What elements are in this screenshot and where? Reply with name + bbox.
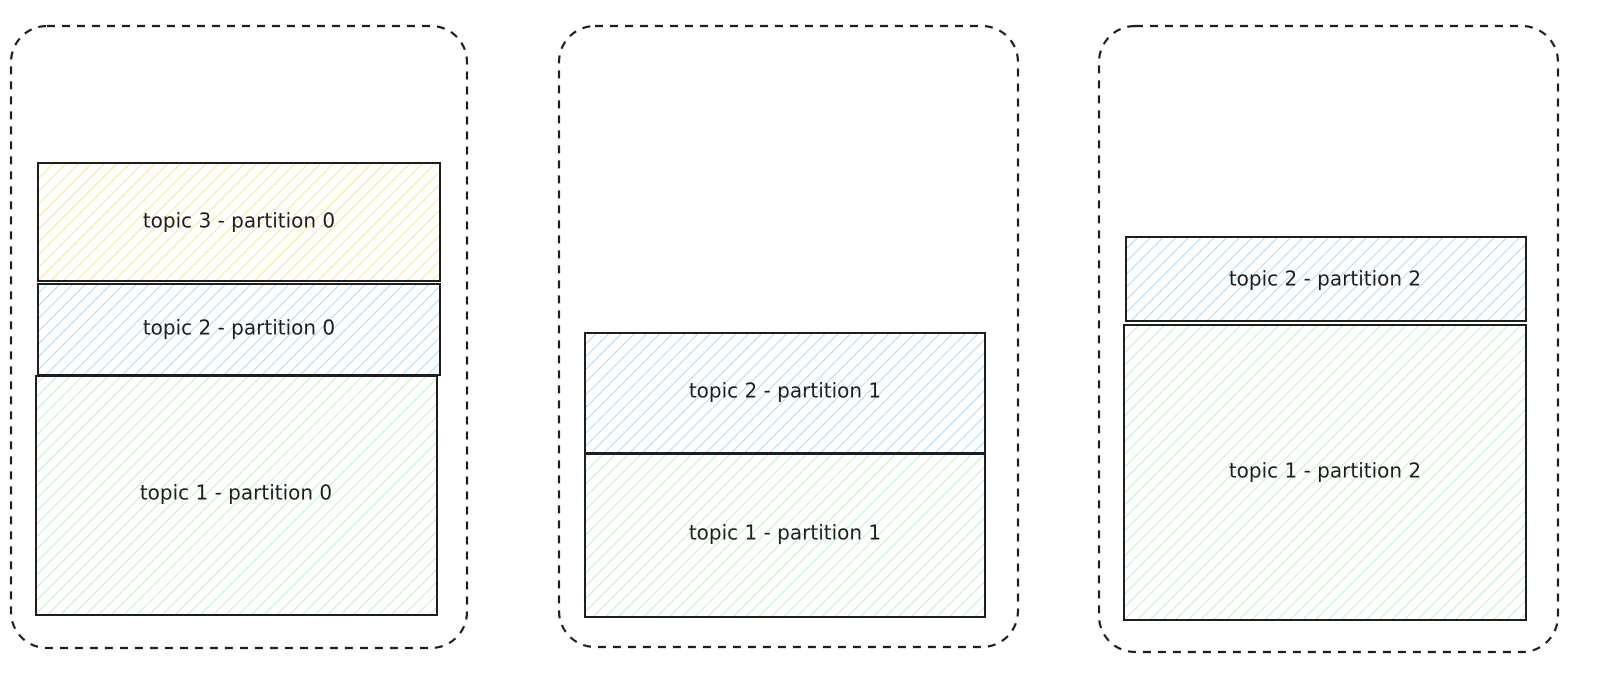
partition-topic3-p0[interactable]: topic 3 - partition 0: [37, 162, 441, 282]
partition-label: topic 1 - partition 2: [1229, 459, 1421, 483]
partition-box: [35, 375, 438, 616]
partition-label: topic 1 - partition 1: [689, 521, 881, 545]
broker-1-border: [9, 24, 469, 650]
partition-label: topic 3 - partition 0: [143, 209, 335, 233]
partition-box: [37, 162, 441, 282]
partition-label: topic 2 - partition 1: [689, 379, 881, 403]
partition-topic2-p2[interactable]: topic 2 - partition 2: [1125, 236, 1527, 322]
broker-3: topic 2 - partition 2 topic 1 - partitio…: [1097, 24, 1560, 654]
partition-topic1-p1[interactable]: topic 1 - partition 1: [584, 453, 986, 618]
partition-box: [1125, 236, 1527, 322]
broker-3-border: [1097, 24, 1560, 654]
broker-1: topic 3 - partition 0 topic 2 - partitio…: [9, 24, 469, 650]
partition-box: [584, 453, 986, 618]
partition-label: topic 2 - partition 0: [143, 316, 335, 340]
partition-label: topic 2 - partition 2: [1229, 267, 1421, 291]
partition-topic1-p2[interactable]: topic 1 - partition 2: [1123, 324, 1527, 621]
partition-topic2-p1[interactable]: topic 2 - partition 1: [584, 332, 986, 454]
partition-topic1-p0[interactable]: topic 1 - partition 0: [35, 375, 438, 616]
partition-box: [1123, 324, 1527, 621]
broker-2: topic 2 - partition 1 topic 1 - partitio…: [557, 24, 1020, 649]
partition-topic2-p0[interactable]: topic 2 - partition 0: [37, 283, 441, 376]
partition-label: topic 1 - partition 0: [140, 481, 332, 505]
partition-box: [37, 283, 441, 376]
